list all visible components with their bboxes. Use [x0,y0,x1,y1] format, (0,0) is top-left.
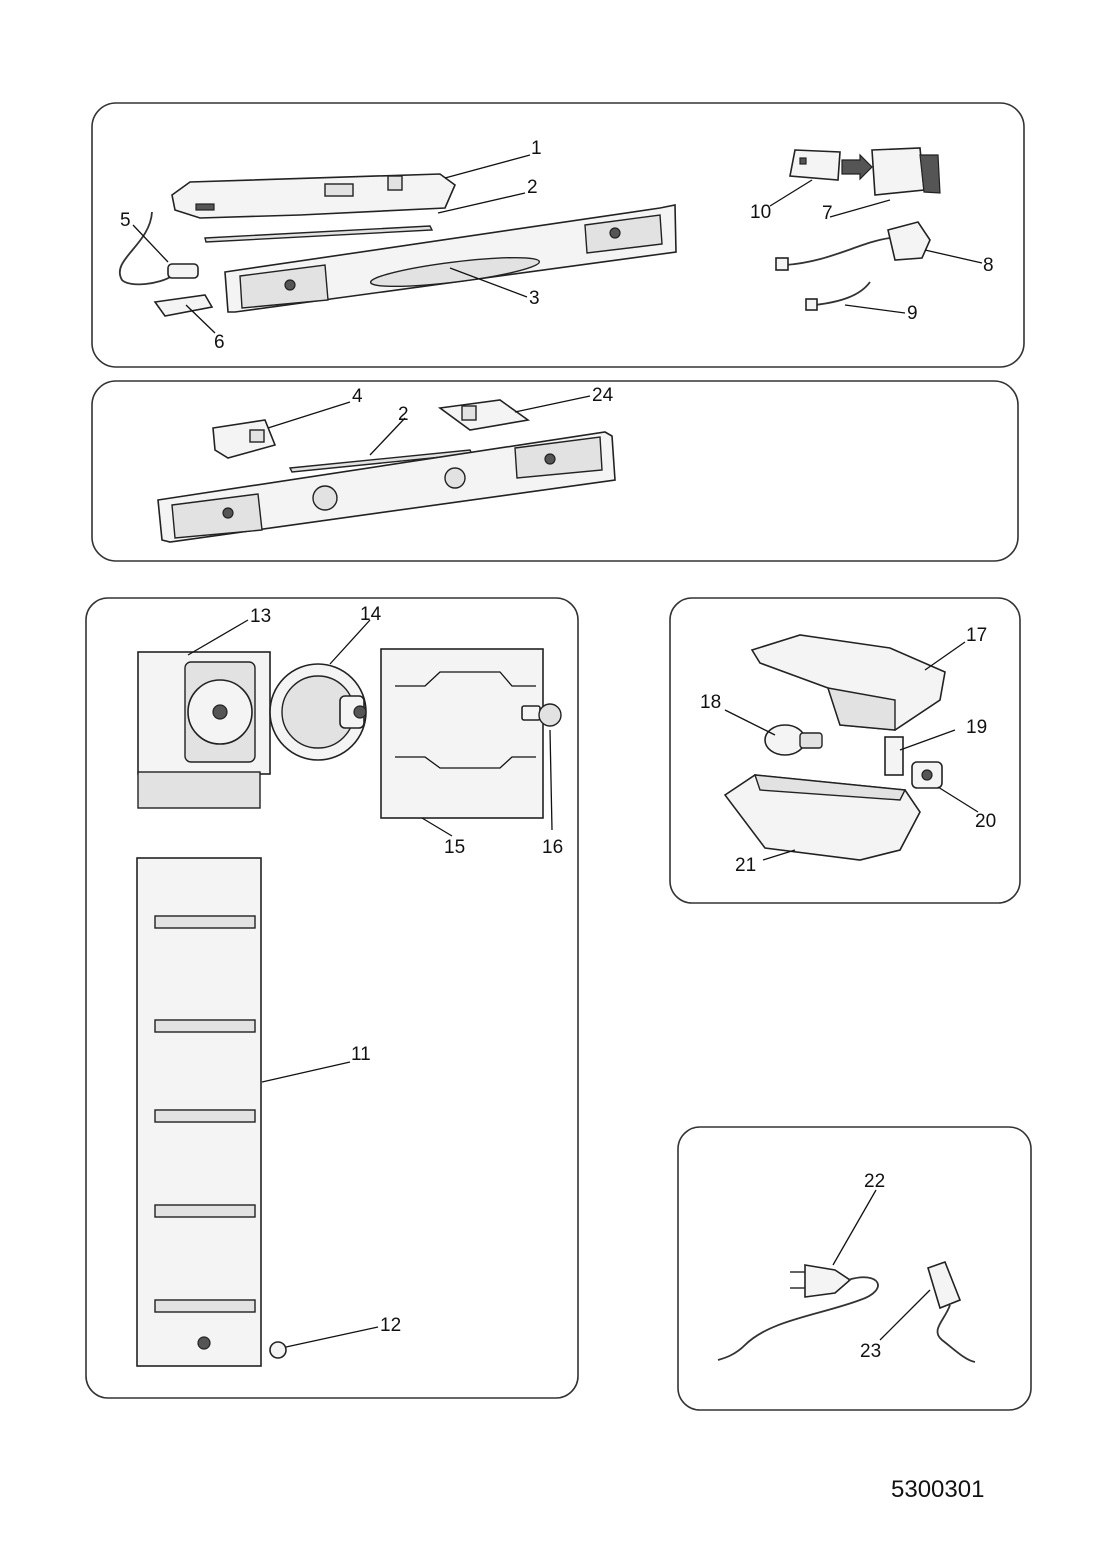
part-8-cable-box [775,221,931,271]
part-22-power-cord [717,1264,879,1361]
part-3-control-bar [224,204,677,313]
label-14: 14 [360,604,382,625]
part-14-fan-wheel [269,663,367,761]
part-18-bulb [764,724,823,756]
label-12: 12 [380,1315,401,1336]
label-22: 22 [864,1171,885,1192]
part-17-lamp-cover [750,634,946,731]
label-19: 19 [966,717,987,738]
label-20: 20 [975,811,996,832]
part-15-fan-cover [380,648,544,819]
part-6-holder [153,294,214,317]
part-7-module [871,147,941,196]
part-1-pcb [171,173,456,219]
control-bar-mechanical [157,431,616,543]
label-3: 3 [529,288,540,309]
label-11: 11 [351,1044,371,1065]
label-7: 7 [822,203,833,224]
label-6: 6 [214,332,225,353]
part-11-air-duct [136,857,262,1367]
label-21: 21 [735,855,756,876]
label-17: 17 [966,625,987,646]
label-18: 18 [700,692,721,713]
label-4: 4 [352,386,363,407]
part-21-lamp-housing [723,774,921,861]
part-4-thermostat [212,419,277,459]
label-23: 23 [860,1341,881,1362]
part-9-wire [805,281,871,311]
part-10-card [789,149,841,181]
part-12-cap [269,1341,287,1359]
part-20-lamp-holder [911,761,943,789]
part-19-clip [884,736,904,776]
part-13-fan-housing [137,651,271,809]
label-2b: 2 [398,404,409,425]
part-24-board [437,399,531,431]
label-9: 9 [907,303,918,324]
label-1: 1 [531,138,542,159]
part-5-sensor [118,211,199,286]
part-2-strip-a [204,225,434,243]
label-10: 10 [750,202,771,223]
panel-power [677,1126,1032,1411]
insert-arrow [841,153,873,181]
part-23-capacitor [927,1260,976,1363]
label-5: 5 [120,210,131,231]
label-13: 13 [250,606,271,627]
label-8: 8 [983,255,994,276]
label-16: 16 [542,837,563,858]
label-2a: 2 [527,177,538,198]
label-24: 24 [592,385,614,406]
part-16-knob [521,703,562,727]
drawing-code: 5300301 [891,1476,984,1503]
label-15: 15 [444,837,465,858]
